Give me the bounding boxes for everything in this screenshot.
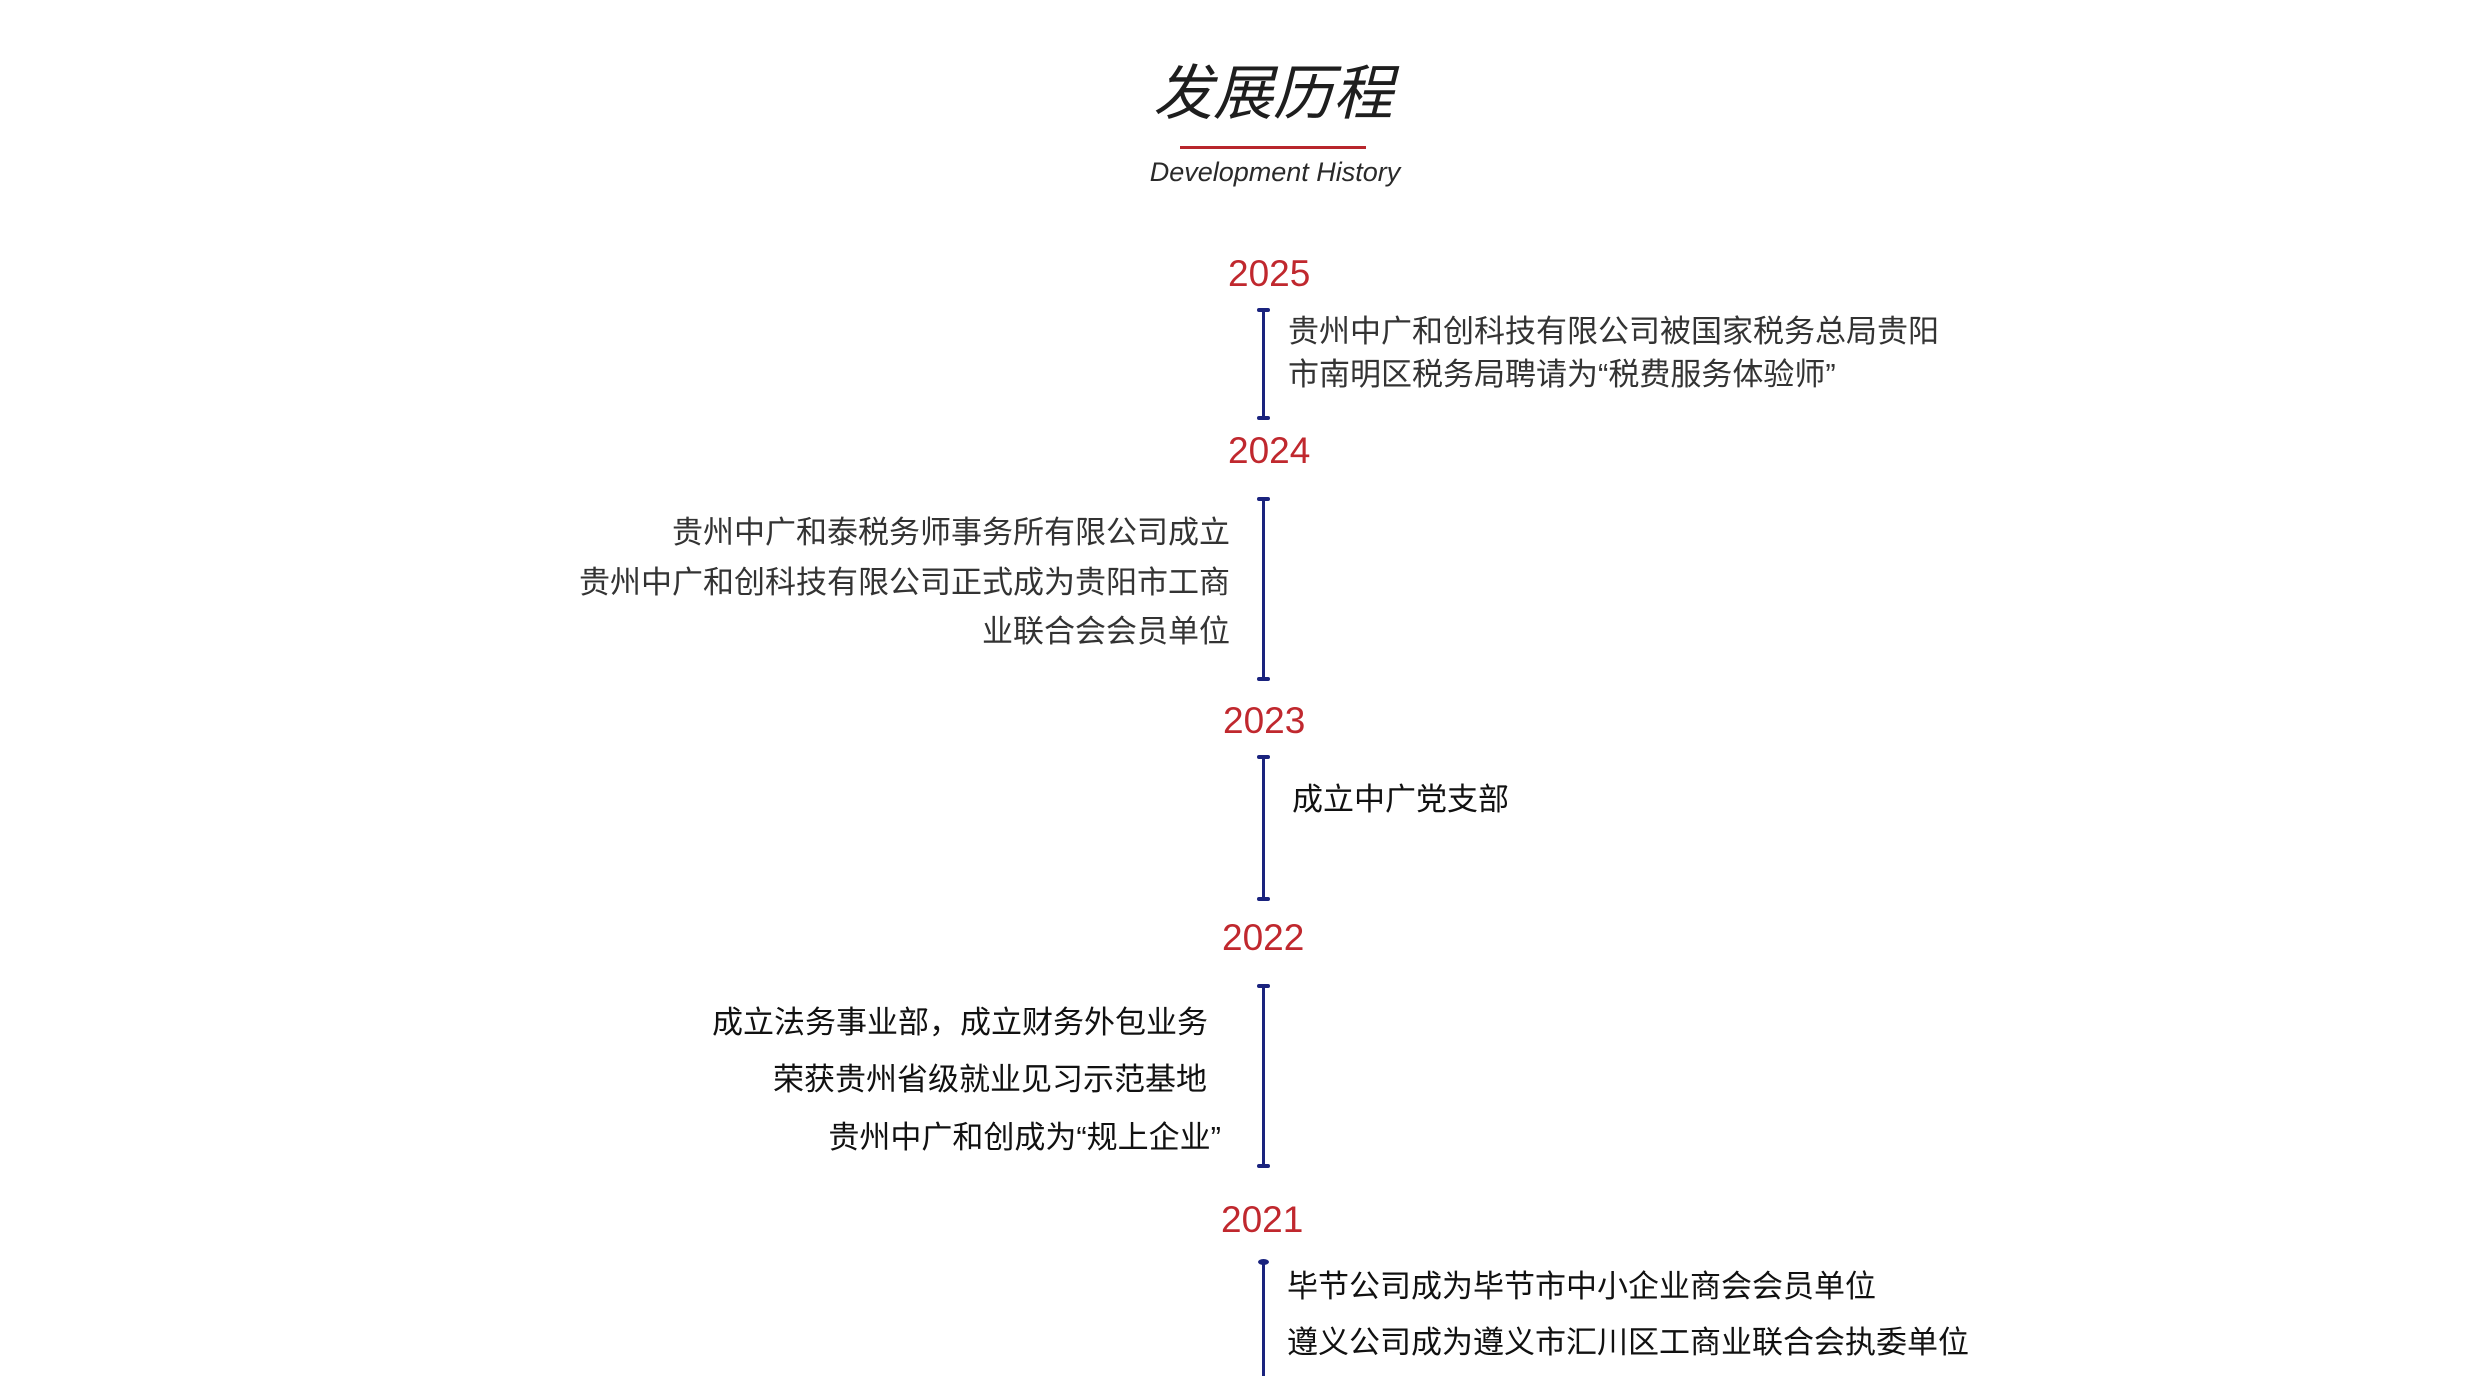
event-2024-1: 贵州中广和泰税务师事务所有限公司成立 xyxy=(672,515,1230,550)
page-title: 发展历程 xyxy=(1153,60,1393,127)
event-2023-1: 成立中广党支部 xyxy=(1292,782,1509,817)
title-underline-divider xyxy=(1180,146,1366,149)
event-2022-3: 贵州中广和创成为“规上企业” xyxy=(828,1120,1221,1155)
event-2021-1: 毕节公司成为毕节市中小企业商会会员单位 xyxy=(1287,1269,1876,1304)
year-label-2022: 2022 xyxy=(1222,917,1305,958)
timeline-connector-2023 xyxy=(1257,755,1270,901)
event-2024-2: 贵州中广和创科技有限公司正式成为贵阳市工商 xyxy=(579,565,1230,600)
event-2021-2: 遵义公司成为遵义市汇川区工商业联合会执委单位 xyxy=(1287,1325,1969,1360)
event-2025-1: 贵州中广和创科技有限公司被国家税务总局贵阳 xyxy=(1288,314,1939,349)
year-label-2023: 2023 xyxy=(1223,700,1306,741)
page-subtitle: Development History xyxy=(1149,157,1401,187)
year-label-2021: 2021 xyxy=(1221,1199,1304,1240)
event-2022-1: 成立法务事业部，成立财务外包业务 xyxy=(712,1005,1208,1040)
timeline-connector-2021 xyxy=(1258,1259,1269,1376)
timeline-connector-2025 xyxy=(1257,308,1270,420)
timeline-connector-2024 xyxy=(1257,497,1270,681)
event-2022-2: 荣获贵州省级就业见习示范基地 xyxy=(773,1062,1207,1097)
event-2025-2: 市南明区税务局聘请为“税费服务体验师” xyxy=(1288,357,1836,392)
event-2024-3: 业联合会会员单位 xyxy=(982,614,1230,649)
timeline-connector-2022 xyxy=(1257,984,1270,1168)
year-label-2025: 2025 xyxy=(1228,253,1311,294)
year-label-2024: 2024 xyxy=(1228,430,1311,471)
